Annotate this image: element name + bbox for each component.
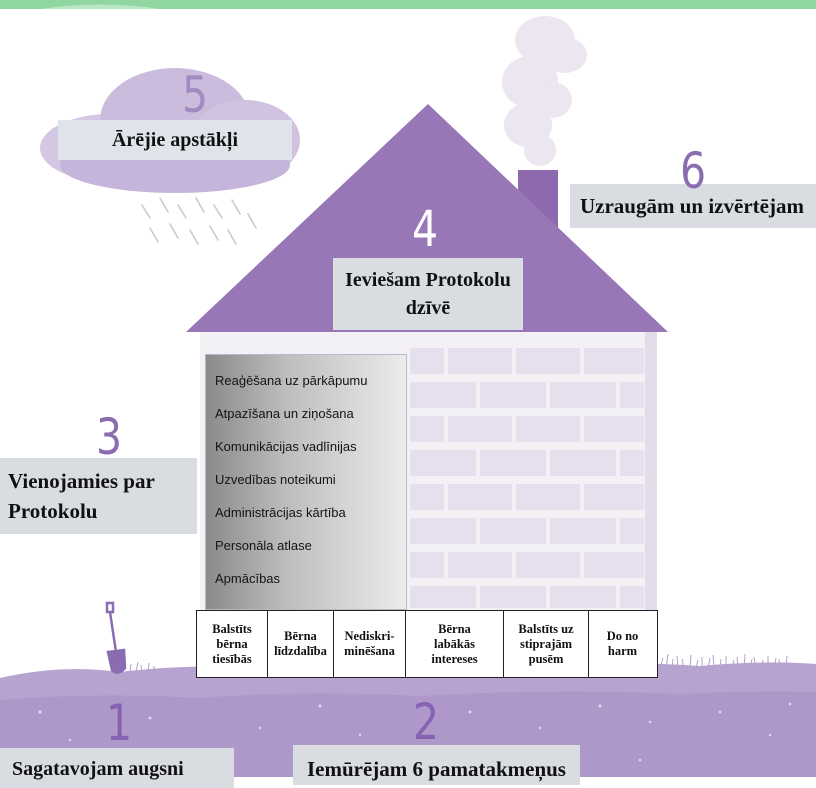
step-3-number: 3 (96, 408, 123, 466)
step-2-number: 2 (413, 693, 440, 751)
smoke-icon (502, 16, 587, 166)
top-band (0, 0, 816, 9)
foundation-stone-intereses: Bērna labākās intereses (406, 611, 504, 677)
wall-item-atpazisana: Atpazīšana un ziņošana (215, 406, 354, 421)
rain-icon (141, 197, 257, 245)
step-4-number: 4 (412, 200, 439, 258)
wall-item-reagesana: Reaģēšana uz pārkāpumu (215, 373, 368, 388)
protocol-wall-panel: Reaģēšana uz pārkāpumu Atpazīšana un ziņ… (205, 354, 407, 610)
step-6-label: Uzraugām un izvērtējam (570, 184, 816, 228)
foundation-stone-stiprajam-pusem: Balstīts uz stiprajām pusēm (504, 611, 589, 677)
shovel-icon (105, 601, 127, 674)
wall-item-apmacibas: Apmācības (215, 571, 281, 586)
wall-item-personala: Personāla atlase (215, 538, 312, 553)
foundation-stone-lidzdaliba: Bērna līdzdalība (268, 611, 334, 677)
step-2-label: Iemūrējam 6 pamatakmeņus (293, 745, 580, 785)
top-band-highlight (40, 4, 160, 9)
foundation-stone-nediskriminesana: Nediskri- minēšana (334, 611, 406, 677)
step-3-label: Vienojamies par Protokolu (0, 458, 197, 534)
foundation-stone-tiesibas: Balstīts bērna tiesībās (197, 611, 268, 677)
foundation-stone-do-no-harm: Do no harm (606, 629, 639, 658)
step-1-number: 1 (106, 694, 133, 752)
wall-item-komunikacijas: Komunikācijas vadlīnijas (215, 439, 357, 454)
wall-item-administracijas: Administrācijas kārtība (215, 505, 346, 520)
roof (186, 104, 668, 332)
foundation-stones: Balstīts bērna tiesībās Bērna līdzdalība… (196, 610, 658, 678)
wall-item-uzvedibas: Uzvedības noteikumi (215, 472, 336, 487)
step-5-label: Ārējie apstākļi (58, 120, 292, 160)
step-4-label: Ieviešam Protokolu dzīvē (333, 258, 523, 330)
step-5-number: 5 (182, 66, 209, 124)
step-1-label: Sagatavojam augsni (0, 748, 234, 788)
step-6-number: 6 (680, 142, 707, 200)
